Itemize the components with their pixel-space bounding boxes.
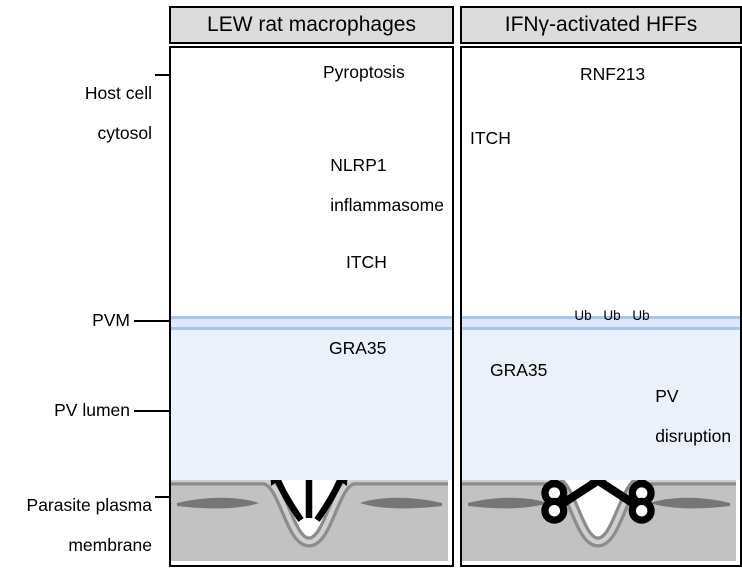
compartment-host-cytosol-left — [171, 48, 452, 316]
label-parasite-membrane: Parasite plasma membrane — [0, 475, 152, 575]
label-ub-3: Ub — [632, 308, 650, 323]
label-nlrp1-inflammasome: NLRP1 inflammasome — [301, 135, 444, 235]
label-host-cytosol: Host cell cytosol — [0, 63, 152, 163]
label-host-cytosol-line2: cytosol — [97, 123, 152, 143]
label-itch-left: ITCH — [346, 252, 387, 272]
label-ub-2: Ub — [603, 308, 621, 323]
parasite-body-right — [462, 474, 736, 561]
label-itch-right: ITCH — [470, 128, 511, 148]
panel-right-ifng-activated-hffs: Ub Ub Ub RNF213 ITCH GRA35 PV disruption — [460, 46, 742, 567]
compartment-pv-lumen-left — [171, 330, 452, 480]
pvm-band-inner-left — [171, 319, 452, 327]
label-nlrp1-line2: inflammasome — [330, 195, 444, 215]
label-rnf213: RNF213 — [580, 64, 646, 84]
label-pyroptosis: Pyroptosis — [323, 62, 405, 82]
label-ub-1: Ub — [574, 308, 592, 323]
compartment-host-cytosol-right — [462, 48, 740, 316]
label-pv-disruption-line1: PV — [655, 386, 679, 406]
label-parasite-membrane-line2: membrane — [68, 535, 152, 555]
label-pv-lumen: PV lumen — [54, 400, 130, 420]
compartment-pv-lumen-right — [462, 330, 740, 480]
leader-line-pv-lumen — [134, 410, 169, 413]
label-pvm: PVM — [92, 310, 130, 330]
leader-line-host-cytosol — [155, 74, 169, 77]
panel-header-right: IFNγ-activated HFFs — [460, 6, 742, 44]
label-host-cytosol-line1: Host cell — [84, 83, 152, 103]
label-gra35-right: GRA35 — [490, 360, 548, 380]
label-pv-disruption-line2: disruption — [655, 426, 732, 446]
parasite-body-left — [171, 474, 448, 561]
label-nlrp1-line1: NLRP1 — [330, 155, 387, 175]
panel-left-lew-rat-macrophages: Pyroptosis NLRP1 inflammasome ITCH GRA35 — [169, 46, 454, 567]
pvm-band-inner-right — [462, 319, 740, 327]
label-pv-disruption: PV disruption — [626, 366, 731, 466]
panel-header-left: LEW rat macrophages — [169, 6, 454, 44]
label-parasite-membrane-line1: Parasite plasma — [26, 495, 152, 515]
leader-line-parasite-membrane — [155, 496, 169, 499]
leader-line-pvm — [134, 320, 169, 323]
label-gra35-left: GRA35 — [329, 338, 387, 358]
